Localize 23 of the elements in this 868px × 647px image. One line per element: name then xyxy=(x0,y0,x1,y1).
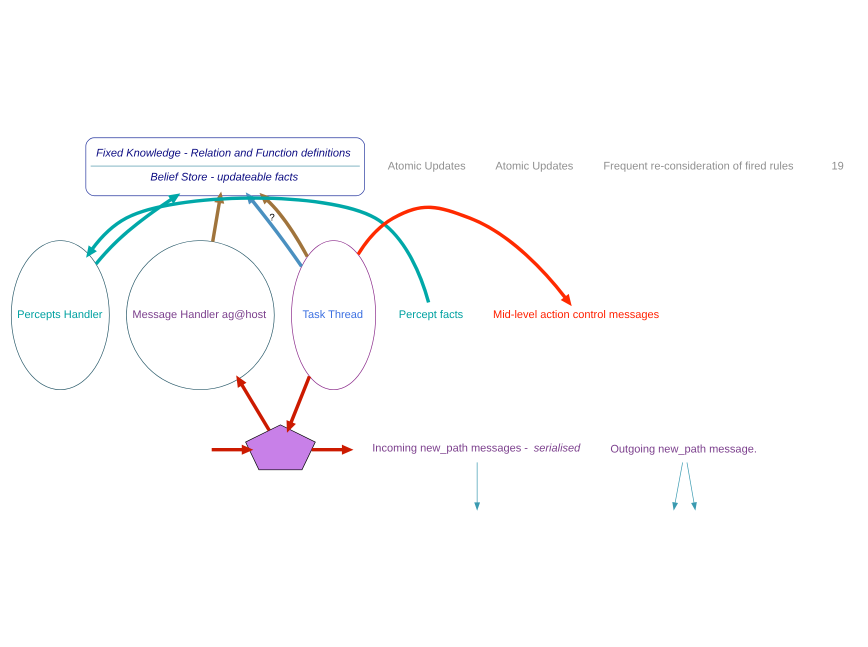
label: 19 xyxy=(832,160,844,172)
node-text: Percept facts xyxy=(398,308,464,320)
node-ellipse: Task Thread xyxy=(291,240,376,390)
arrow xyxy=(236,374,271,431)
label: Frequent re-consideration of fired rules xyxy=(603,160,794,172)
arrow xyxy=(94,192,180,265)
arrow xyxy=(686,462,697,510)
label: Atomic Updates xyxy=(495,160,574,172)
edge-label: ? xyxy=(269,212,275,224)
node-text: Incoming new_path messages - serialised xyxy=(372,442,580,454)
node-box: Fixed Knowledge - Relation and Function definitions Belief Store - updateable facts xyxy=(86,136,365,196)
arrow xyxy=(356,205,572,306)
arrow xyxy=(86,196,430,302)
node-text: Outgoing new_path message. xyxy=(610,442,757,455)
arrow xyxy=(212,444,254,454)
arrow xyxy=(312,444,354,454)
node-ellipse: Percepts Handler xyxy=(10,240,110,390)
arrow xyxy=(286,375,312,432)
arrow xyxy=(672,462,683,510)
node-text: Mid-level action control messages xyxy=(493,308,660,320)
label: Atomic Updates xyxy=(388,160,466,172)
node-pentagon xyxy=(245,424,316,470)
arrow xyxy=(474,462,480,510)
